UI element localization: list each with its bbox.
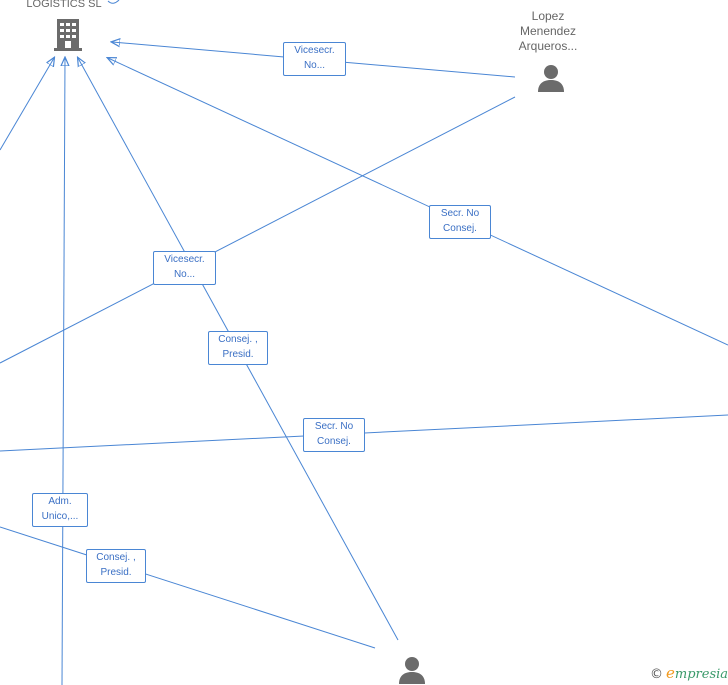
person-icon[interactable] xyxy=(397,655,427,685)
edge-label-vicesecr-mid[interactable]: Vicesecr. No... xyxy=(153,251,216,285)
edge-label-vicesecr-top[interactable]: Vicesecr. No... xyxy=(283,42,346,76)
edge-lopez-to-left xyxy=(0,96,516,364)
edge-bottom-to-company xyxy=(62,58,65,685)
edge-left-to-company xyxy=(0,58,54,151)
person-icon[interactable] xyxy=(536,63,566,93)
edge-left-to-bottomperson xyxy=(0,526,376,649)
edge-lopez-to-company xyxy=(112,42,516,78)
edge-label-adm[interactable]: Adm. Unico,... xyxy=(32,493,88,527)
edge-label-secr-low[interactable]: Secr. No Consej. xyxy=(303,418,365,452)
person-top-right-label: Lopez Menendez Arqueros... xyxy=(518,9,578,53)
building-icon[interactable] xyxy=(52,18,84,52)
company-label: LOGISTICS SL xyxy=(26,0,102,10)
edge-right-to-company xyxy=(108,58,728,346)
edge-label-consej-low[interactable]: Consej. , Presid. xyxy=(86,549,146,583)
empresia-watermark: ©empresia xyxy=(650,664,728,682)
edge-label-secr-right[interactable]: Secr. No Consej. xyxy=(429,205,491,239)
edge-label-consej-mid[interactable]: Consej. , Presid. xyxy=(208,331,268,365)
